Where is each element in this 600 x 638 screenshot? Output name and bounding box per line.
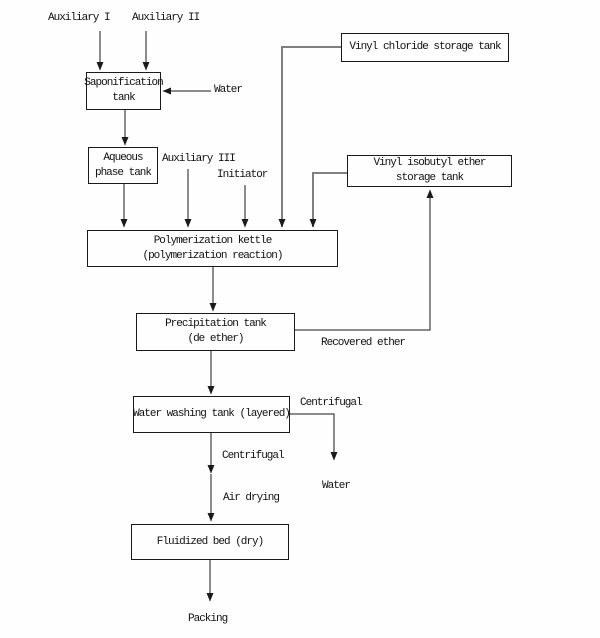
- packing-label: Packing: [188, 613, 228, 625]
- recovered-ether-label: Recovered ether: [321, 337, 406, 349]
- fluidized-bed-box: Fluidized bed (dry): [131, 524, 289, 560]
- water-washing-tank-box: Water washing tank (layered): [133, 396, 291, 433]
- air-drying-label: Air drying: [223, 492, 280, 504]
- auxiliary-iii-label: Auxiliary III: [162, 153, 236, 165]
- vinyl-isobutyl-ether-storage-tank-label: Vinyl isobutyl ether: [373, 157, 486, 169]
- centrifugal-mid-label: Centrifugal: [222, 450, 285, 462]
- polymerization-kettle-label-2: (polymerization reaction): [142, 249, 283, 262]
- vinyl-isobutyl-ether-storage-tank-label-2: storage tank: [395, 172, 464, 184]
- centrifugal-right-label: Centrifugal: [300, 397, 363, 409]
- aqueous-phase-tank-box: Aqueous phase tank: [88, 147, 158, 184]
- water-out-label: Water: [322, 480, 351, 492]
- auxiliary-i-label: Auxiliary I: [48, 12, 111, 24]
- precipitation-tank-label: Precipitation tank: [165, 318, 267, 330]
- polymerization-kettle-label: Polymerization kettle: [153, 234, 273, 247]
- aqueous-phase-tank-label-2: phase tank: [94, 166, 152, 179]
- water-washing-tank-label: Water washing tank (layered): [133, 408, 291, 420]
- saponification-tank-label-2: tank: [112, 92, 135, 104]
- initiator-label: Initiator: [217, 169, 268, 181]
- precipitation-tank-box: Precipitation tank (de ether): [136, 313, 295, 351]
- saponification-tank-box: Saponification tank: [84, 72, 164, 110]
- fluidized-bed-label: Fluidized bed (dry): [156, 535, 264, 548]
- precipitation-tank-label-2: (de ether): [187, 333, 244, 345]
- water-in-label: Water: [214, 84, 243, 96]
- vinyl-isobutyl-ether-storage-tank-box: Vinyl isobutyl ether storage tank: [347, 155, 512, 187]
- aqueous-phase-tank-label: Aqueous: [103, 151, 143, 164]
- saponification-tank-label: Saponification: [84, 77, 163, 89]
- vinyl-chloride-storage-tank-label: Vinyl chloride storage tank: [349, 41, 501, 53]
- vinyl-chloride-storage-tank-box: Vinyl chloride storage tank: [341, 33, 509, 62]
- auxiliary-ii-label: Auxiliary II: [132, 12, 200, 24]
- polymerization-kettle-box: Polymerization kettle (polymerization re…: [87, 230, 338, 267]
